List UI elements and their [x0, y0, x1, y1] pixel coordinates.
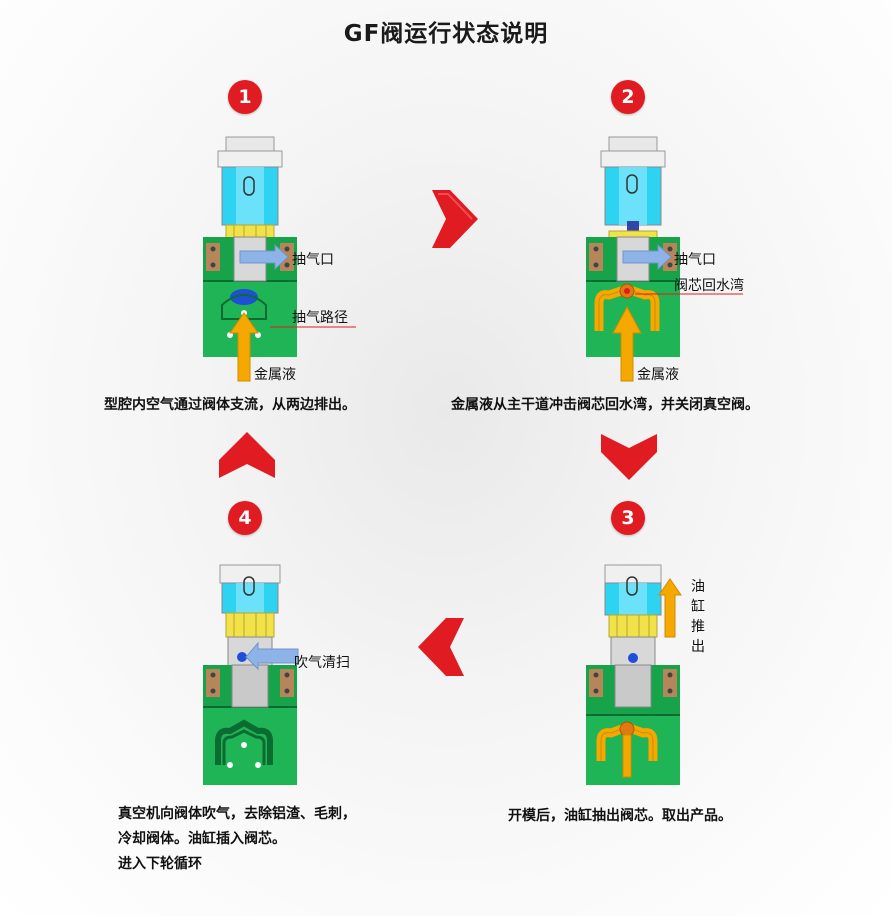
- label-exhaust-port-1: 抽气口: [292, 252, 334, 268]
- caption-step-4-line-3: 进入下轮循环: [118, 856, 202, 872]
- valve-diagram-step-3: [586, 564, 682, 785]
- label-exhaust-path: 抽气路径: [292, 310, 348, 326]
- label-metal-liquid-1: 金属液: [254, 367, 296, 383]
- step-3-number: 3: [611, 501, 645, 535]
- step-1-number: 1: [228, 80, 262, 114]
- flow-arrow-left: [418, 618, 464, 676]
- valve-diagram-step-4: [203, 564, 299, 785]
- label-valve-core-bend: 阀芯回水湾: [674, 278, 744, 294]
- caption-step-2: 金属液从主干道冲击阀芯回水湾，并关闭真空阀。: [451, 397, 759, 413]
- page-title: GF阀运行状态说明: [343, 21, 549, 47]
- label-exhaust-port-2: 抽气口: [674, 252, 716, 268]
- valve-diagram-step-2: [586, 136, 743, 382]
- step-2-number: 2: [611, 80, 645, 114]
- caption-step-1: 型腔内空气通过阀体支流，从两边排出。: [104, 397, 356, 413]
- step-4-number: 4: [228, 501, 262, 535]
- flow-arrow-right: [432, 190, 478, 248]
- label-cylinder-pushout: 油缸推出: [691, 579, 705, 655]
- label-blow-clean: 吹气清扫: [294, 655, 350, 671]
- caption-step-4-line-1: 真空机向阀体吹气，去除铝渣、毛刺，: [118, 806, 356, 822]
- label-metal-liquid-2: 金属液: [637, 367, 679, 383]
- flow-arrow-down: [601, 434, 657, 480]
- caption-step-3: 开模后，油缸抽出阀芯。取出产品。: [508, 808, 732, 824]
- caption-step-4-line-2: 冷却阀体。油缸插入阀芯。: [118, 831, 286, 847]
- flow-arrow-up: [219, 432, 275, 478]
- valve-diagram-step-1: [203, 136, 356, 382]
